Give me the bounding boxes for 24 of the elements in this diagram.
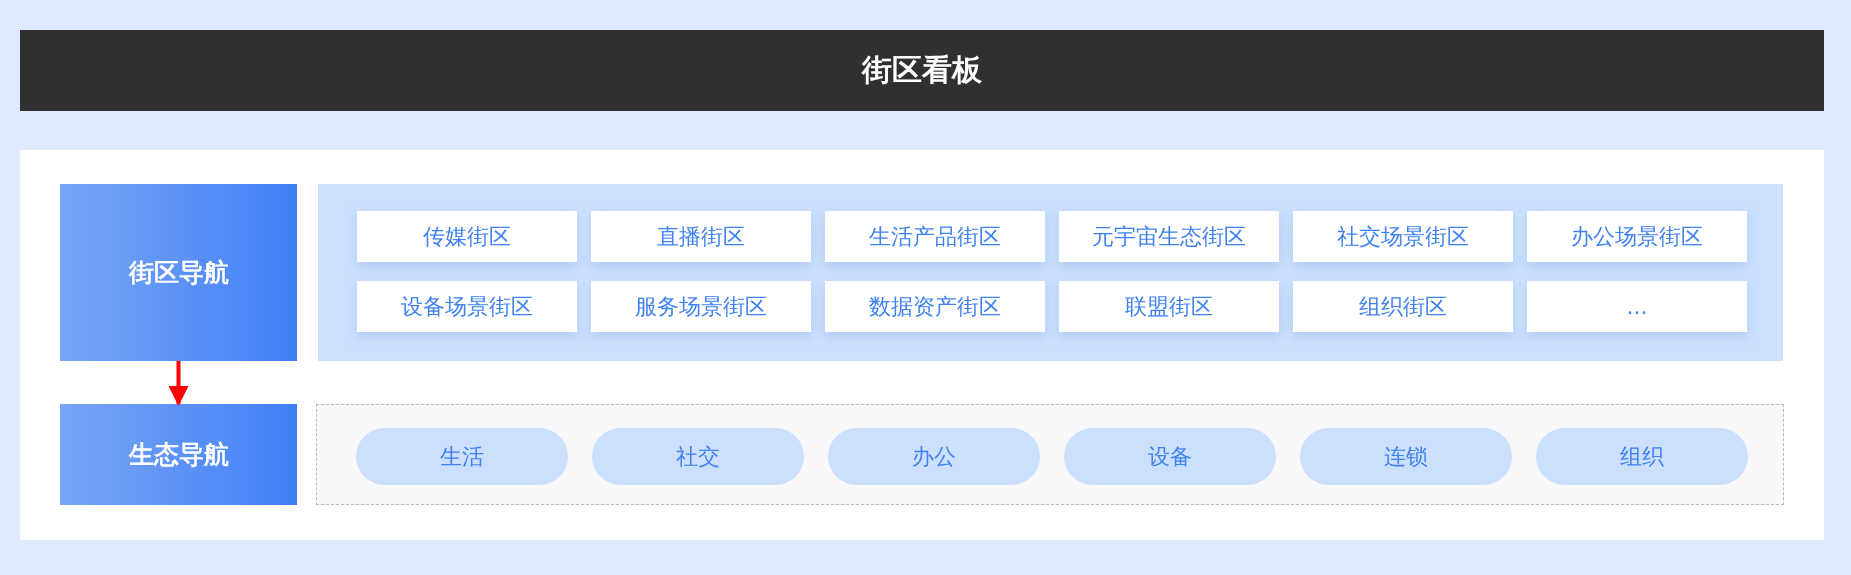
district-tile: 生活产品街区	[825, 211, 1045, 262]
district-tile: 直播街区	[591, 211, 811, 262]
district-tile: 组织街区	[1293, 281, 1513, 332]
arrow	[168, 361, 189, 406]
district-tile: 设备场景街区	[357, 281, 577, 332]
district-tile: 服务场景街区	[591, 281, 811, 332]
category-pill: 生活	[356, 428, 568, 485]
category-pill: 社交	[592, 428, 804, 485]
district-panel	[318, 184, 1783, 361]
category-pill: 组织	[1536, 428, 1748, 485]
ecosystem-panel	[316, 404, 1784, 505]
category-pill: 办公	[828, 428, 1040, 485]
district-tile: 办公场景街区	[1527, 211, 1747, 262]
district-tile: 元宇宙生态街区	[1059, 211, 1279, 262]
district-tile: 数据资产街区	[825, 281, 1045, 332]
district-tile: 传媒街区	[357, 211, 577, 262]
district-tile: ...	[1527, 281, 1747, 332]
nav-box: 生态导航	[60, 404, 297, 505]
category-pill: 设备	[1064, 428, 1276, 485]
district-tile: 社交场景街区	[1293, 211, 1513, 262]
title-bar: 街区看板	[20, 30, 1824, 111]
nav-box: 街区导航	[60, 184, 297, 361]
district-tile: 联盟街区	[1059, 281, 1279, 332]
category-pill: 连锁	[1300, 428, 1512, 485]
